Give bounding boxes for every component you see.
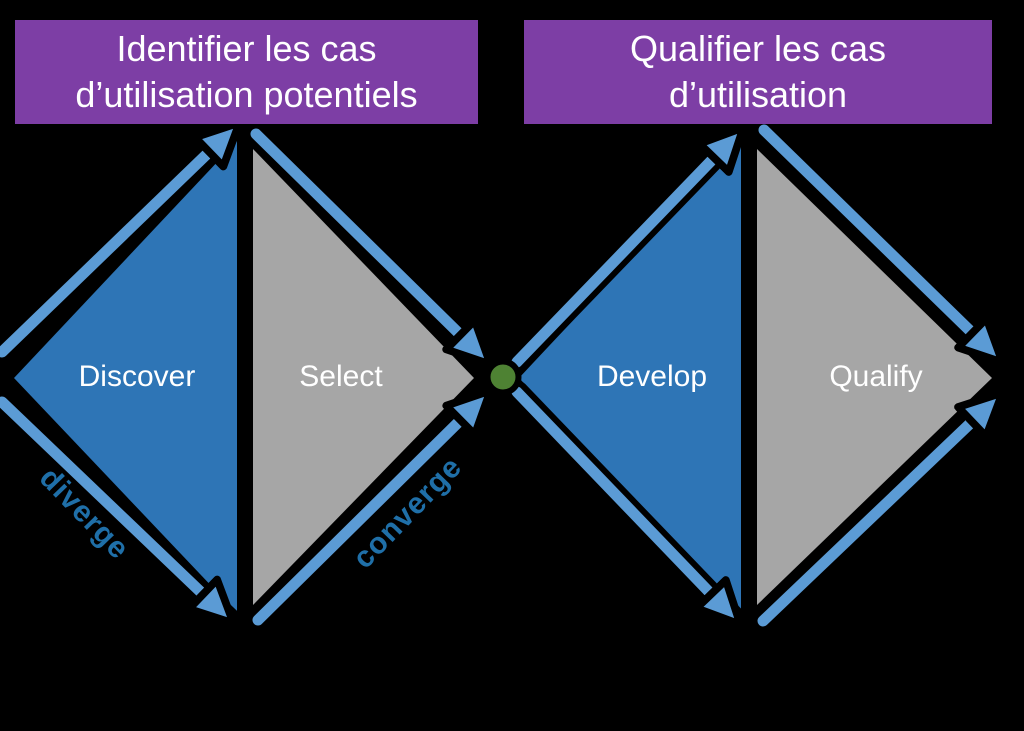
header-identify-line2: d’utilisation potentiels xyxy=(75,74,418,115)
header-qualify-line2: d’utilisation xyxy=(668,74,848,115)
arrow-line xyxy=(252,394,487,626)
discover-triangle xyxy=(14,141,237,613)
arrow-line xyxy=(511,131,740,368)
stage-label-discover: Discover xyxy=(78,360,196,393)
develop-triangle xyxy=(519,141,741,613)
header-qualify-use-cases: Qualifier les cas d’utilisation xyxy=(524,20,992,124)
header-identify-use-cases: Identifier les cas d’utilisation potenti… xyxy=(15,20,478,124)
arrow-converge-top-left xyxy=(244,122,499,373)
stage-label-select: Select xyxy=(299,360,383,393)
arrow-diverge-top-left xyxy=(0,114,248,364)
arrow-diverge-bottom-left xyxy=(0,390,242,632)
arrow-line xyxy=(758,124,999,359)
arrow-line xyxy=(0,126,236,358)
arrow-line xyxy=(250,128,487,361)
stage-label-qualify: Qualify xyxy=(829,360,923,393)
header-qualify-line1: Qualifier les cas xyxy=(629,28,887,69)
arrow-converge-top-right xyxy=(752,118,1011,371)
select-triangle xyxy=(253,149,474,605)
arrow-diverge-bottom-right xyxy=(505,380,749,633)
arrow-converge-bottom-right xyxy=(751,384,1011,633)
arrow-diverge-top-right xyxy=(505,119,752,374)
header-identify-line1: Identifier les cas xyxy=(116,28,377,69)
convergence-node-icon xyxy=(484,358,522,396)
qualify-triangle xyxy=(757,149,992,605)
arrow-line xyxy=(0,396,230,620)
arrow-line xyxy=(511,386,737,621)
stage-label-develop: Develop xyxy=(596,360,708,393)
arrow-converge-bottom-left xyxy=(246,382,499,632)
arrow-line xyxy=(757,396,999,627)
